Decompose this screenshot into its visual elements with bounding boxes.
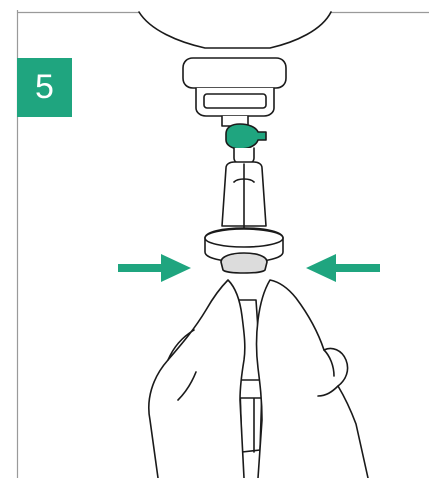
squeeze-arrow-left-icon (118, 254, 191, 282)
spike-clamp-icon (225, 123, 267, 150)
chamber-collar-top (204, 228, 284, 248)
hand-right-knuckle (317, 349, 339, 397)
hand-right-icon (255, 279, 369, 478)
squeeze-arrow-right-icon (306, 254, 380, 282)
hand-left-icon (148, 279, 246, 478)
bag-port-icon (182, 57, 287, 89)
bag-port-slot (203, 93, 267, 109)
chamber-collar-inner (220, 252, 268, 274)
iv-bag-icon (138, 11, 332, 49)
hand-left-finger (167, 329, 197, 401)
step-number-badge: 5 (17, 58, 72, 117)
drip-chamber-shoulder (233, 178, 255, 183)
